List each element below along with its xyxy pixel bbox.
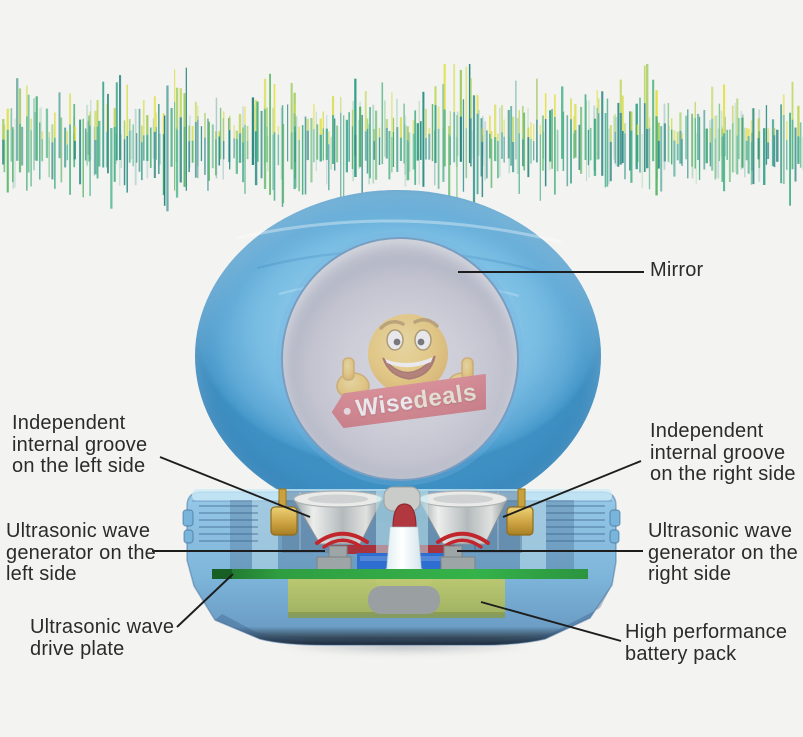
right-wave-arcs-icon xyxy=(436,531,490,549)
leader-left-groove xyxy=(159,456,311,518)
label-line: left side xyxy=(6,563,77,585)
left-wave-arcs-icon xyxy=(315,531,369,549)
nozzle-red-tip xyxy=(392,503,417,529)
label-mirror: Mirror xyxy=(650,259,704,282)
label-line: Mirror xyxy=(650,259,704,281)
label-line: right side xyxy=(648,563,732,585)
edge-nubs xyxy=(182,509,621,544)
label-line: internal groove xyxy=(650,441,786,464)
label-line: on the right side xyxy=(650,463,796,485)
nozzle-foot xyxy=(368,586,440,614)
label-line: generator on the xyxy=(6,541,156,564)
leader-battery xyxy=(480,601,622,642)
label-line: Ultrasonic wave xyxy=(30,616,175,638)
device-base-assembly xyxy=(182,486,621,646)
label-line: on the left side xyxy=(12,455,146,477)
label-line: internal groove xyxy=(12,433,148,456)
left-groove-cup xyxy=(293,490,383,545)
label-right-groove: Independent internal groove on the right… xyxy=(650,420,796,486)
label-line: High performance xyxy=(625,621,788,643)
sound-waveform-graphic xyxy=(2,64,803,212)
label-line: generator on the xyxy=(648,541,798,564)
label-line: battery pack xyxy=(625,642,737,665)
left-rib-stack xyxy=(199,505,258,542)
right-groove-cup xyxy=(418,490,508,545)
label-line: Ultrasonic wave xyxy=(6,520,151,542)
leader-right-groove xyxy=(502,460,642,518)
label-right-generator: Ultrasonic wave generator on the right s… xyxy=(648,520,798,586)
right-rib-stack xyxy=(546,505,605,542)
label-line: Independent xyxy=(12,412,126,434)
internal-mechanism xyxy=(212,486,588,618)
right-brass-screw xyxy=(506,488,534,536)
drive-plate xyxy=(212,569,588,579)
label-drive-plate: Ultrasonic wave drive plate xyxy=(30,616,175,660)
label-line: Ultrasonic wave xyxy=(648,520,793,542)
label-battery: High performance battery pack xyxy=(625,621,788,665)
label-left-groove: Independent internal groove on the left … xyxy=(12,412,148,478)
label-line: Independent xyxy=(650,420,764,442)
label-line: drive plate xyxy=(30,637,125,660)
leader-drive-plate xyxy=(176,573,234,628)
label-left-generator: Ultrasonic wave generator on the left si… xyxy=(6,520,156,586)
